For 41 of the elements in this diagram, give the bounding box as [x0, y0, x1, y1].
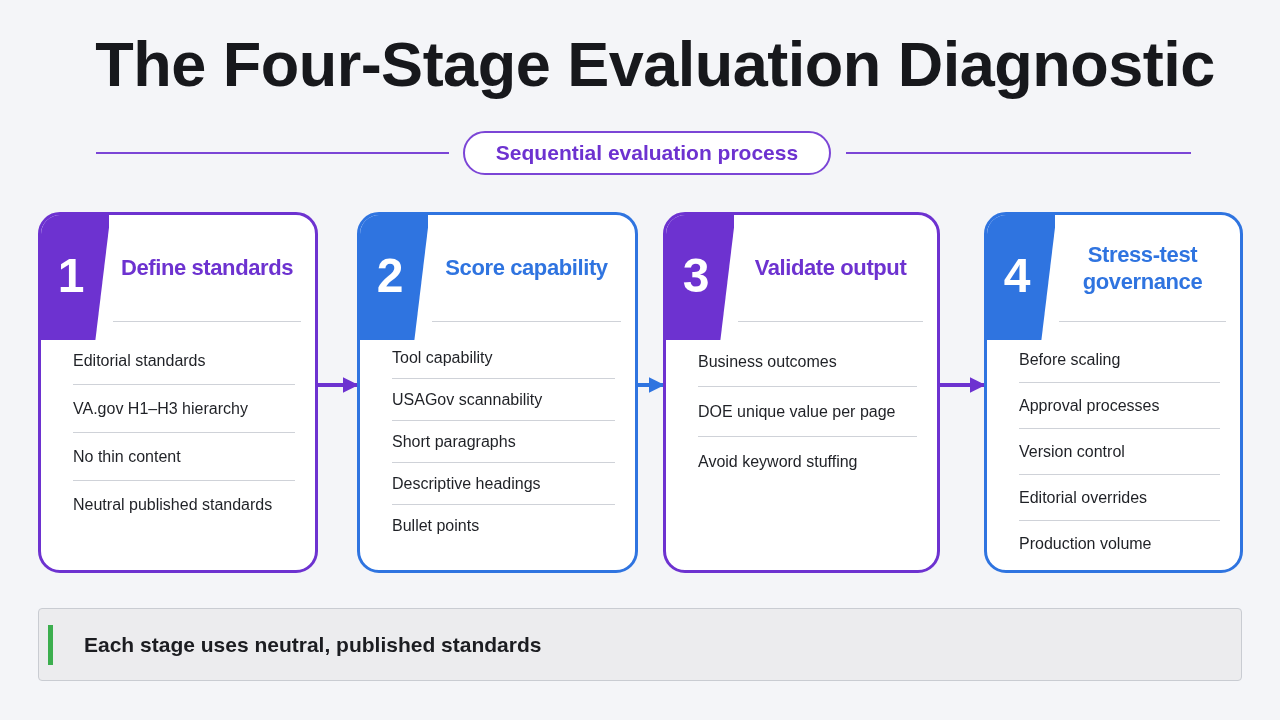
- stage-title: Validate output: [754, 254, 907, 282]
- number-badge: [987, 215, 1055, 340]
- criterion-text: Version control: [1019, 442, 1125, 461]
- number-badge: [666, 215, 734, 340]
- stage-title: Stress-test governance: [1081, 240, 1204, 296]
- stage-card: [663, 212, 940, 573]
- stage-number: 4: [1003, 248, 1031, 303]
- criterion-text: Tool capability: [392, 348, 493, 367]
- stage-number: 2: [376, 248, 404, 303]
- number-badge: [41, 215, 109, 340]
- arrow: [638, 377, 665, 393]
- arrow: [318, 377, 359, 393]
- stage-title: Score capability: [445, 254, 608, 282]
- criterion-text: VA.gov H1–H3 hierarchy: [73, 399, 248, 418]
- criterion-text: DOE unique value per page: [698, 402, 896, 421]
- criterion-text: Production volume: [1019, 535, 1152, 553]
- subtitle-pill: [463, 131, 831, 175]
- criterion-text: No thin content: [73, 447, 181, 466]
- stage-card: [984, 212, 1243, 573]
- criterion-text: Neutral published standards: [73, 496, 273, 514]
- criterion-text: USAGov scannability: [392, 390, 543, 409]
- criterion-text: Business outcomes: [698, 352, 837, 371]
- criterion-text: Editorial standards: [73, 351, 206, 370]
- stage-number: 1: [57, 248, 85, 303]
- note-box: [38, 608, 1242, 681]
- stage-card: [357, 212, 638, 573]
- subtitle-text: Sequential evaluation process: [495, 141, 799, 165]
- note-text: Each stage uses neutral, published standards: [84, 632, 542, 657]
- stage-title: Define standards: [120, 254, 294, 282]
- criterion-text: Descriptive headings: [392, 474, 541, 493]
- stage-card: [38, 212, 318, 573]
- number-badge: [360, 215, 428, 340]
- stage-number: 3: [682, 248, 710, 303]
- criterion-text: Avoid keyword stuffing: [698, 453, 858, 471]
- arrow: [940, 377, 986, 393]
- criterion-text: Short paragraphs: [392, 432, 516, 451]
- criterion-text: Before scaling: [1019, 350, 1121, 369]
- criterion-text: Bullet points: [392, 517, 480, 535]
- diagram-title: The Four-Stage Evaluation Diagnostic: [94, 28, 1216, 100]
- criterion-text: Approval processes: [1019, 396, 1160, 415]
- criterion-text: Editorial overrides: [1019, 488, 1148, 507]
